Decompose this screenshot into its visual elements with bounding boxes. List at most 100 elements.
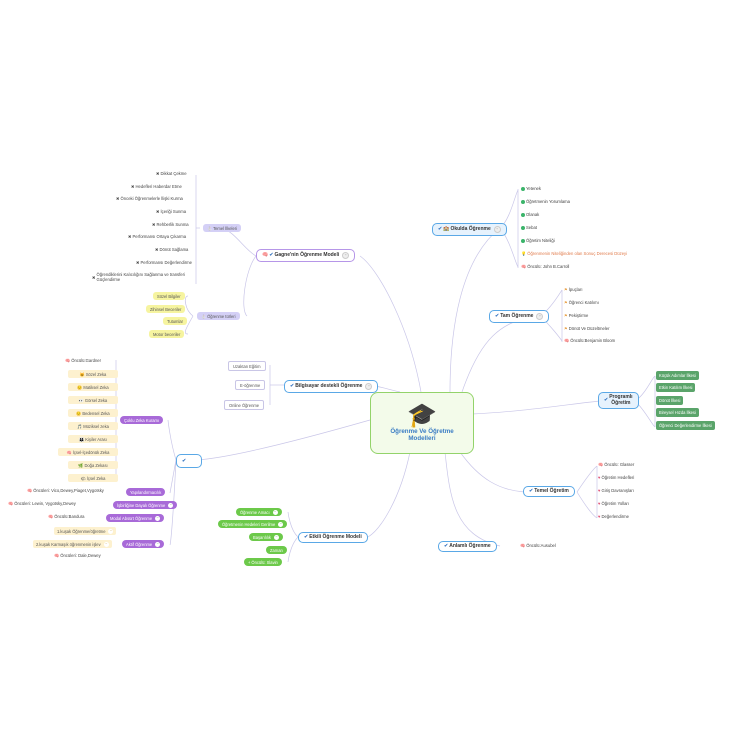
bilgisayar-item[interactable]: Uzaktan Eğitim bbox=[228, 361, 266, 372]
central-topic-title-line2: Modelleri bbox=[408, 435, 436, 442]
temel-item[interactable]: ✖Öğrendiklerini Kalıcılığını Sağlanma ve… bbox=[92, 272, 196, 282]
yapilandirmacilik-node[interactable]: Yapılandırmacılık bbox=[126, 488, 166, 497]
branch-programli[interactable]: ✔ Programlı Öğretim bbox=[598, 392, 639, 410]
zeka-item[interactable]: 🧠İçsel-İçedönük Zeka bbox=[58, 448, 118, 457]
zeka-item[interactable]: 🌤İçsel Zeka bbox=[68, 474, 118, 483]
temel-item[interactable]: ✖Hedefleri Haberdar Etme bbox=[131, 184, 182, 189]
okulda-item[interactable]: 💡Öğrenmenin Niteliğinden olan Sonuç Dere… bbox=[521, 251, 627, 256]
ogrenme-turu-item[interactable]: Sözel Bilgiler bbox=[153, 292, 185, 301]
etkili-item[interactable]: +Öncülü: Slavin bbox=[244, 558, 282, 567]
branch-gagne-label: Gagne'nin Öğrenme Modeli bbox=[274, 252, 340, 258]
ogrenme-turu-item[interactable]: Tutumlar bbox=[163, 317, 187, 326]
okulda-author-label: Öncülü: John B.Carroll bbox=[527, 264, 570, 269]
temel-item[interactable]: ✖İçeriği Sunma bbox=[156, 209, 186, 214]
collapse-icon[interactable]: − bbox=[493, 226, 501, 233]
collapse-icon[interactable]: − bbox=[168, 502, 174, 508]
brain-icon: 🧠 bbox=[521, 264, 527, 269]
etkili-item[interactable]: Başarılılık− bbox=[249, 533, 283, 542]
okulda-item[interactable]: Öğretmenin Yorumlama bbox=[521, 199, 570, 204]
collapse-icon[interactable]: − bbox=[108, 528, 114, 534]
branch-etkili[interactable]: ✔ Etkili Öğrenme Modeli bbox=[298, 532, 368, 543]
aktif-node[interactable]: Aktif Öğrenme− bbox=[122, 540, 165, 549]
zeka-item[interactable]: 🙂Bedensel Zeka bbox=[68, 409, 118, 418]
aktif-author[interactable]: 🧠Öncüleri: Dale,Dewey bbox=[54, 553, 101, 558]
programli-item[interactable]: Bireysel Hızda İlkesi bbox=[656, 408, 699, 417]
okulda-item[interactable]: Sebat bbox=[521, 225, 537, 230]
collapse-icon[interactable]: − bbox=[536, 313, 544, 320]
subgroup-ogrenme-turleri[interactable]: 🐇Öğrenme türleri bbox=[197, 312, 240, 321]
modal-node[interactable]: Modal Absürt Öğrenme− bbox=[106, 514, 165, 523]
collapse-icon[interactable]: − bbox=[155, 541, 161, 547]
branch-bilgisayar[interactable]: ✔ Bilgisayar destekli Öğrenme − bbox=[284, 380, 379, 393]
temel-item[interactable]: ✖Performansı Ortaya Çıkarma bbox=[128, 234, 186, 239]
etkili-item[interactable]: Öğretmenin Hedeleri Gerilme− bbox=[218, 520, 288, 529]
modal-label: Modal Absürt Öğrenme bbox=[110, 515, 153, 521]
bilgisayar-item[interactable]: E-öğrenme bbox=[235, 380, 266, 391]
collapse-icon[interactable]: − bbox=[365, 383, 373, 390]
temel-item[interactable]: ✖Dönüt Sağlama bbox=[155, 247, 188, 252]
temel-ogretim-author[interactable]: 🧠Öncülü: Glasser bbox=[598, 462, 634, 467]
heart-icon: ♥ bbox=[598, 514, 601, 519]
subgroup-temel-ilkeleri[interactable]: 🐇Temel İlkeleri bbox=[203, 224, 241, 233]
temel-ogretim-item[interactable]: ♥Öğretim Hedefleri bbox=[598, 475, 634, 480]
tam-item[interactable]: ⚑İpuçları bbox=[564, 287, 583, 292]
branch-okulda[interactable]: ✔🏫 Okulda Öğrenme − bbox=[432, 223, 507, 236]
ogrenme-turu-item[interactable]: Motor beceriler bbox=[149, 330, 185, 339]
zeka-item[interactable]: 🙂Matiksel Zeka bbox=[68, 383, 118, 392]
temel-ogretim-item[interactable]: ♥Öğretim Yolları bbox=[598, 501, 629, 506]
zeka-item[interactable]: 🌿Doğa Zekası bbox=[68, 461, 118, 470]
tam-item[interactable]: ⚑Öğrenci Katılımı bbox=[564, 300, 599, 305]
aktif-item[interactable]: 2.kuşak Karmaşık öğrenmenin işlev− bbox=[33, 540, 112, 549]
programli-item[interactable]: Etkin Katılım İlkesi bbox=[656, 383, 696, 392]
branch-blank[interactable]: ✔ bbox=[176, 454, 202, 468]
okulda-author[interactable]: 🧠Öncülü: John B.Carroll bbox=[521, 264, 569, 269]
etkili-item[interactable]: Zaman bbox=[266, 546, 287, 555]
etkili-item[interactable]: Öğrenme Amacı− bbox=[236, 508, 282, 517]
zeka-item[interactable]: 👪Kişiler Arası bbox=[68, 435, 118, 444]
temel-item[interactable]: ✖Dikkat Çekme bbox=[156, 171, 187, 176]
modal-author[interactable]: 🧠Öncülü:Bandura bbox=[48, 514, 84, 519]
etkili-item-label: Öğrenme Amacı bbox=[240, 509, 270, 515]
coklu-zeka-node[interactable]: Çoklu Zeka Kuramı bbox=[120, 416, 164, 425]
programli-item[interactable]: Öğrenci Değerlendirme İlkesi bbox=[656, 421, 715, 430]
isbirlikci-node[interactable]: İşbirliğine Dayalı Öğrenme− bbox=[113, 501, 178, 510]
bilgisayar-item[interactable]: Online Öğrenme bbox=[224, 400, 265, 411]
tam-item[interactable]: ⚑Pekiştirme bbox=[564, 313, 588, 318]
zeka-item[interactable]: 😺Sözel Zeka bbox=[68, 370, 118, 379]
collapse-icon[interactable]: − bbox=[278, 521, 284, 527]
okulda-item[interactable]: Olanak bbox=[521, 212, 539, 217]
zeka-item[interactable]: 🎵Müziksel zeka bbox=[68, 422, 118, 431]
branch-anlamli[interactable]: ✔ Anlamlı Öğrenme bbox=[438, 541, 497, 552]
programli-item[interactable]: Dönüt İlkesi bbox=[656, 396, 684, 405]
collapse-icon[interactable]: − bbox=[155, 515, 161, 521]
collapse-icon[interactable]: − bbox=[272, 509, 278, 515]
temel-ogretim-item[interactable]: ♥Değerlendirme bbox=[598, 514, 629, 519]
branch-temel-ogretim[interactable]: ✔ Temel Öğretim bbox=[523, 486, 575, 497]
branch-tam[interactable]: ✔ Tam Öğrenme − bbox=[489, 310, 550, 323]
isbirlikci-author[interactable]: 🧠Öncüleri: Lewin, Vygotsky,Dewey bbox=[8, 501, 76, 506]
temel-item[interactable]: ✖Rehberlik Sunma bbox=[152, 222, 189, 227]
temel-ogretim-item[interactable]: ♥Giriş Davranışları bbox=[598, 488, 634, 493]
anlamli-author[interactable]: 🧠Öncülü:Ausubel bbox=[520, 543, 556, 548]
ogrenme-turu-item[interactable]: Zihinsel Beceriler bbox=[146, 305, 186, 314]
aktif-item[interactable]: 1.kuşak Öğrenme/öğretme− bbox=[54, 527, 117, 536]
tam-item[interactable]: ⚑Dönüt Ve Düzeltmeler bbox=[564, 326, 610, 331]
yapilandirmacilik-author[interactable]: 🧠Öncüleri: Vico,Dewey,Piaget,Vygotsky bbox=[27, 488, 104, 493]
tam-item-label: Dönüt Ve Düzeltmeler bbox=[568, 326, 610, 331]
tam-author[interactable]: 🧠Öncülü:Benjamin Bloom bbox=[564, 338, 615, 343]
okulda-item[interactable]: Öğretim Niteliği bbox=[521, 238, 555, 243]
collapse-icon[interactable]: − bbox=[342, 252, 350, 259]
collapse-icon[interactable]: − bbox=[103, 541, 109, 547]
zeka-item[interactable]: 👀Görsel Zeka bbox=[68, 396, 118, 405]
temel-item[interactable]: ✖Önceki Öğrenmelerle İlişki Kurma bbox=[116, 196, 183, 201]
branch-gagne[interactable]: 🧠✔ Gagne'nin Öğrenme Modeli − bbox=[256, 249, 356, 262]
coklu-author[interactable]: 🧠Öncülü:Gardner bbox=[65, 358, 101, 363]
brain-icon: 🧠 bbox=[598, 462, 604, 467]
programli-item[interactable]: Küçük Adımlar İlkesi bbox=[656, 371, 699, 380]
okulda-item-label: Yetenek bbox=[526, 186, 541, 191]
central-topic[interactable]: 🎓 Öğrenme Ve Öğretme Modelleri bbox=[370, 392, 474, 454]
collapse-icon[interactable]: − bbox=[273, 534, 279, 540]
okulda-item[interactable]: Yetenek bbox=[521, 186, 541, 191]
temel-item-label: Rehberlik Sunma bbox=[156, 222, 189, 227]
temel-item[interactable]: ✖Performansı Değerlendirme bbox=[136, 260, 192, 265]
